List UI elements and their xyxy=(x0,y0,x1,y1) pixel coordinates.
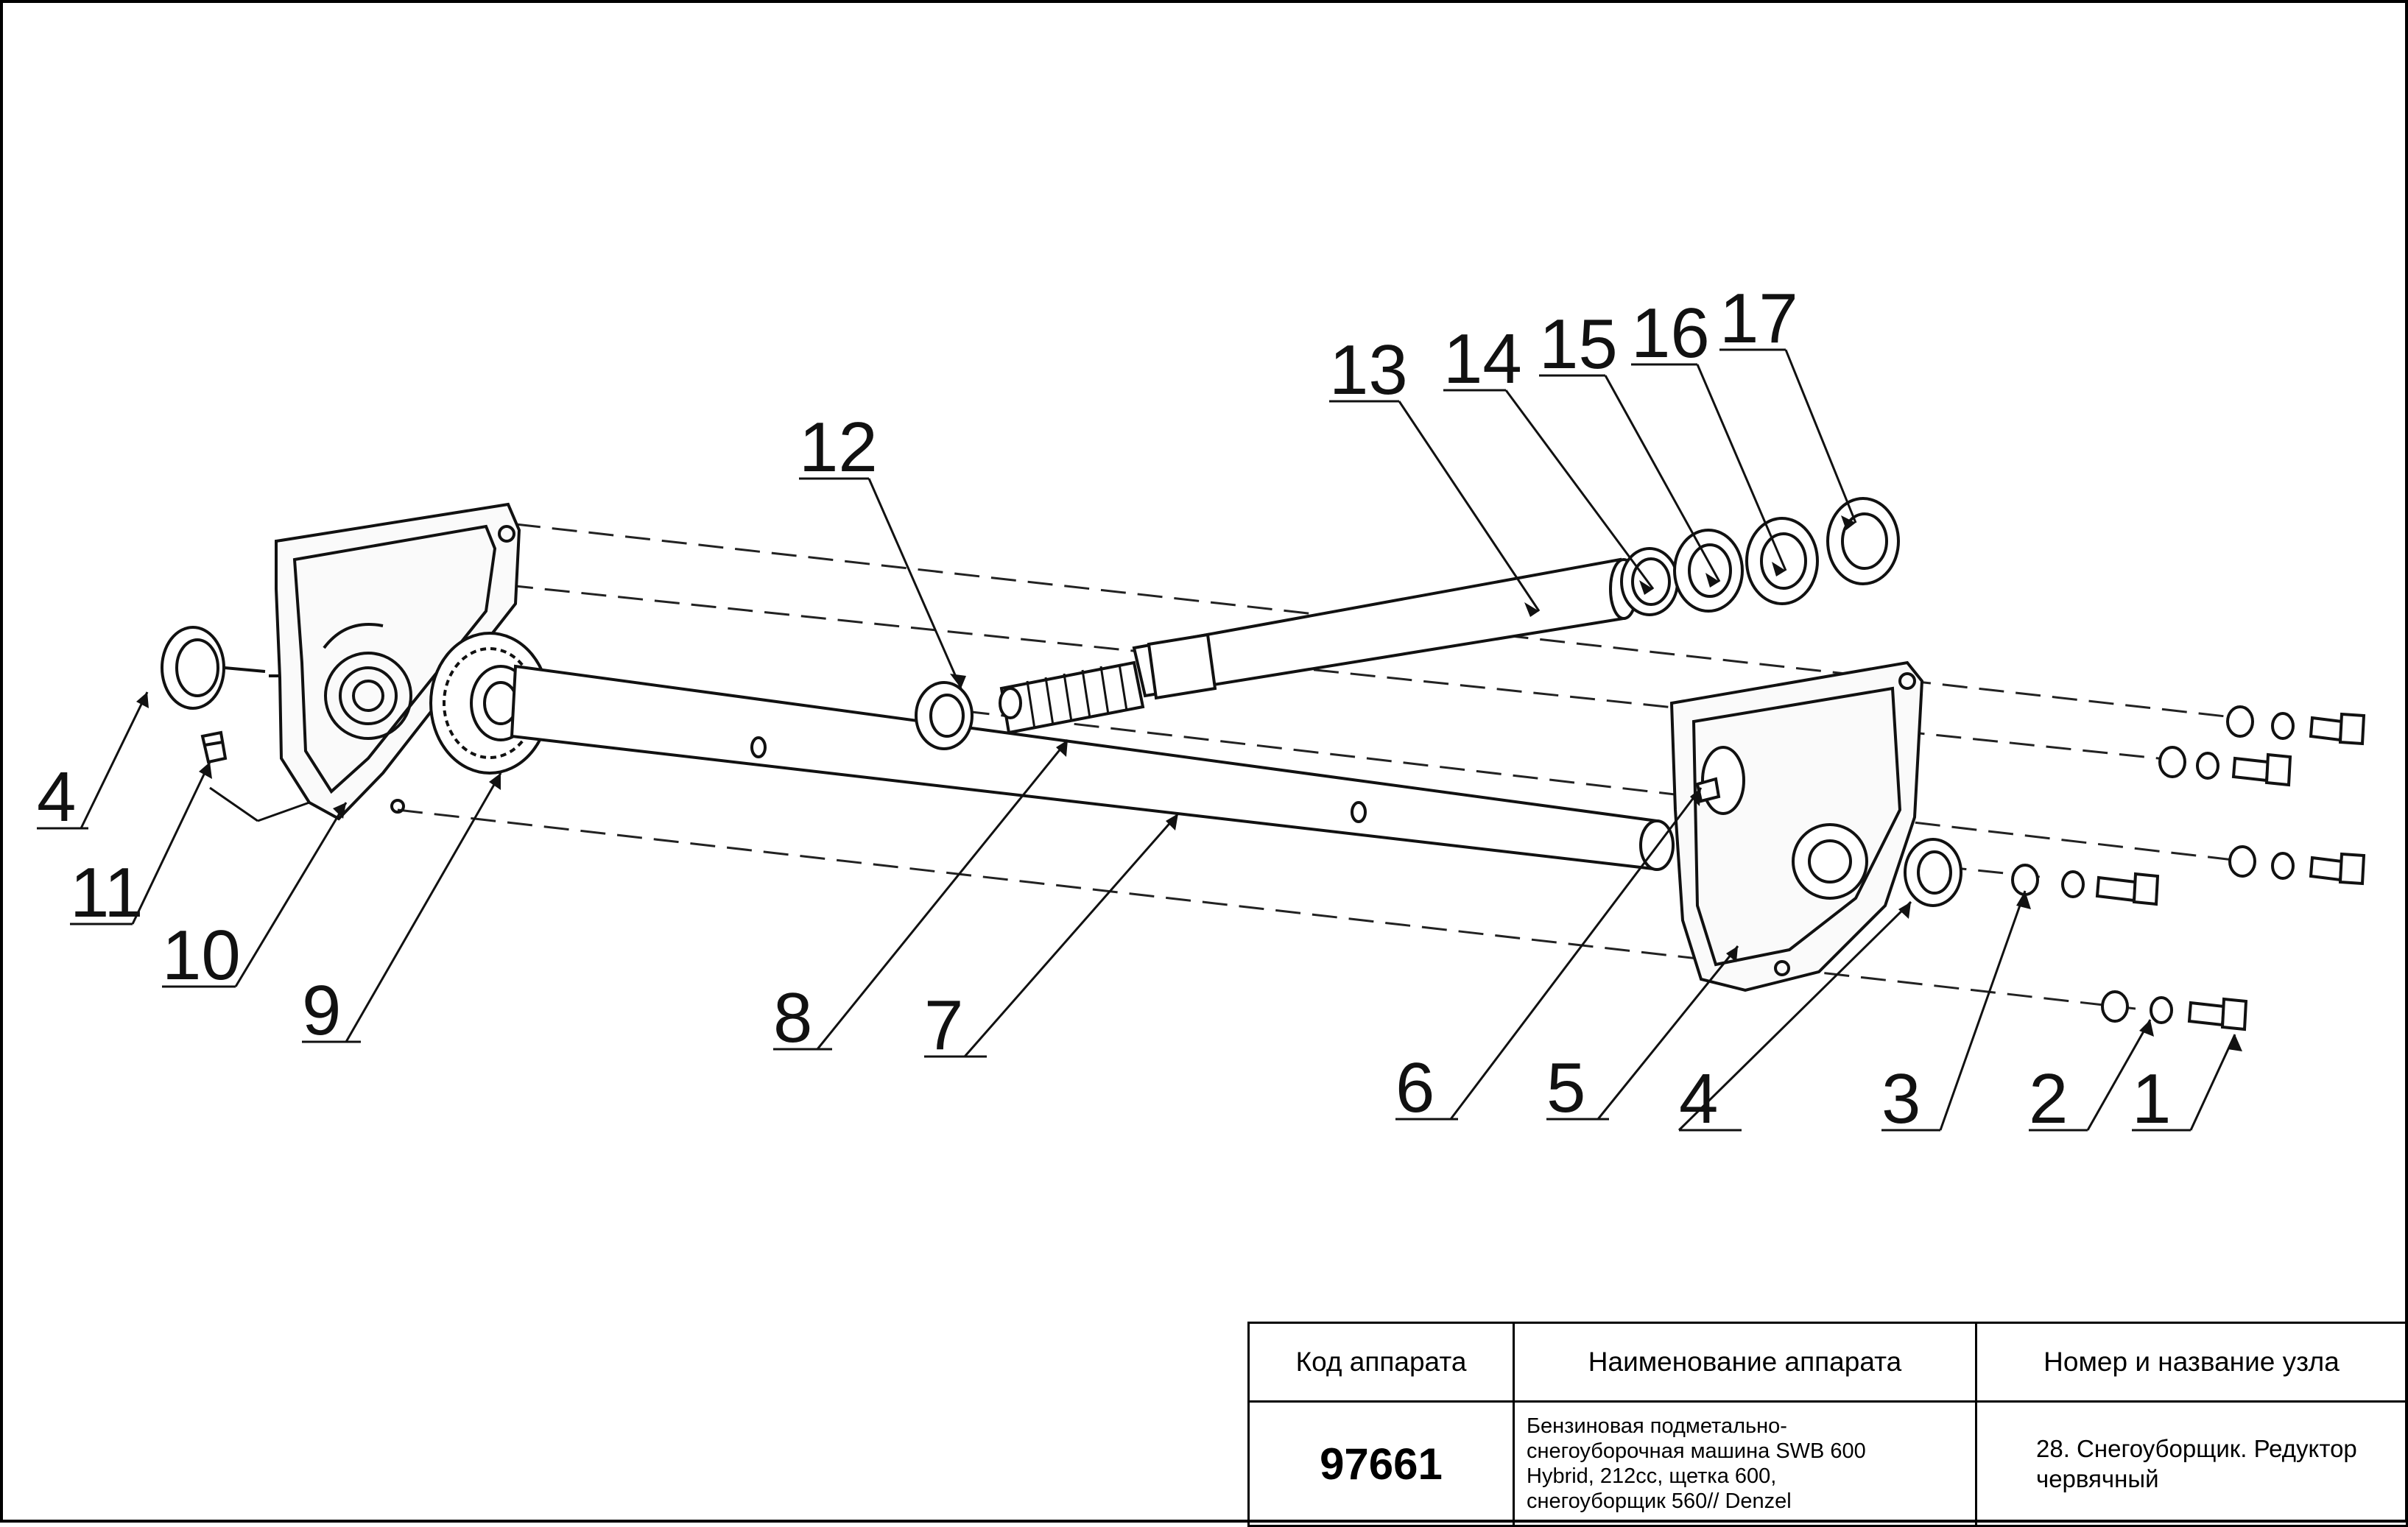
leader-arrowheads xyxy=(136,515,2242,1051)
callout-16: 16 xyxy=(1631,294,1710,373)
device-name-line: Бензиновая подметально- xyxy=(1527,1414,1787,1438)
leader-lines xyxy=(37,348,2236,1132)
node-name: 28. Снегоуборщик. Редуктор червячный xyxy=(1975,1400,2408,1527)
fastener-set-upper-mid xyxy=(2158,746,2292,787)
callout-10: 10 xyxy=(162,916,241,995)
fastener-set-top xyxy=(2226,705,2366,746)
callout-11: 11 xyxy=(70,853,144,932)
title-block-data-row: 97661 Бензиновая подметально- снегоуборо… xyxy=(1247,1400,2408,1527)
device-name-line: снегоуборочная машина SWB 600 xyxy=(1527,1439,1866,1463)
bearing xyxy=(915,681,974,750)
callout-15: 15 xyxy=(1539,305,1618,384)
callout-6: 6 xyxy=(1395,1048,1434,1127)
right-oil-seal xyxy=(1904,838,1962,907)
grease-fitting xyxy=(200,730,228,764)
callout-2: 2 xyxy=(2029,1059,2068,1138)
main-shaft xyxy=(510,664,1675,871)
assembly-lines xyxy=(397,523,2247,1010)
node-name-line: 28. Снегоуборщик. Редуктор xyxy=(2036,1434,2357,1462)
left-oil-seal xyxy=(161,626,266,710)
worm-gear xyxy=(999,660,1145,735)
header-name: Наименование аппарата xyxy=(1513,1322,1977,1403)
callout-9: 9 xyxy=(302,971,341,1050)
fastener-set-mid xyxy=(2011,864,2160,906)
header-code: Код аппарата xyxy=(1247,1322,1515,1403)
callout-3: 3 xyxy=(1881,1059,1921,1138)
worm-shaft xyxy=(1132,557,1638,700)
fastener-set-lower-mid xyxy=(2228,845,2366,886)
callout-14: 14 xyxy=(1443,320,1522,398)
fastener-set-bottom xyxy=(2101,990,2248,1031)
callout-4-right: 4 xyxy=(1679,1059,1718,1138)
device-code: 97661 xyxy=(1247,1400,1515,1527)
callout-12: 12 xyxy=(799,408,878,487)
callout-1: 1 xyxy=(2132,1059,2171,1138)
left-gearbox-housing xyxy=(269,502,521,821)
callout-17: 17 xyxy=(1719,279,1798,358)
bushing xyxy=(1673,529,1744,613)
right-gearbox-housing xyxy=(1669,660,1924,992)
device-name-line: снегоуборщик 560// Denzel xyxy=(1527,1489,1792,1514)
title-block: Код аппарата Наименование аппарата Номер… xyxy=(1247,1322,2408,1527)
title-block-header-row: Код аппарата Наименование аппарата Номер… xyxy=(1247,1322,2408,1403)
callout-4-left: 4 xyxy=(37,758,76,836)
oil-seal-right xyxy=(1826,497,1900,585)
device-name: Бензиновая подметально- снегоуборочная м… xyxy=(1513,1400,1977,1527)
callout-13: 13 xyxy=(1329,331,1408,409)
callout-7: 7 xyxy=(924,986,963,1065)
header-node: Номер и название узла xyxy=(1975,1322,2408,1403)
node-name-line: червячный xyxy=(2036,1465,2159,1492)
device-name-line: Hybrid, 212cc, щетка 600, xyxy=(1527,1464,1777,1488)
callout-8: 8 xyxy=(773,978,812,1057)
callout-5: 5 xyxy=(1546,1048,1585,1127)
